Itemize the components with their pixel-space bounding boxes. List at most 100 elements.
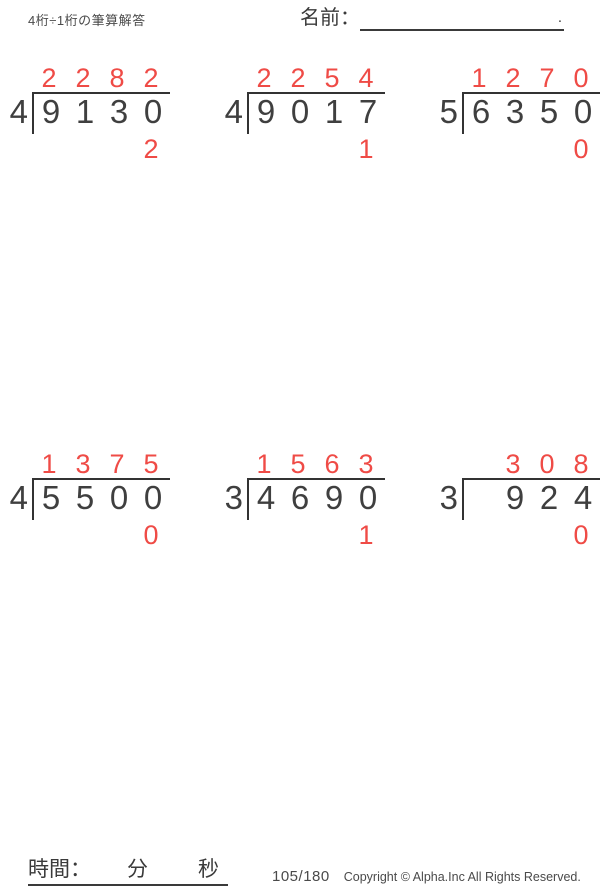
quotient-digit: 2 bbox=[256, 63, 272, 93]
dividend-digit: 9 bbox=[41, 93, 61, 130]
quotient-digit: 3 bbox=[75, 449, 91, 479]
dividend-digit: 0 bbox=[143, 479, 163, 516]
quotient-digit: 2 bbox=[505, 63, 521, 93]
dividend-digit: 2 bbox=[539, 479, 559, 516]
remainder-digit bbox=[281, 136, 315, 162]
remainder-digit bbox=[462, 522, 496, 548]
remainder-digit: 2 bbox=[143, 134, 159, 164]
remainder-row: 0 bbox=[32, 522, 170, 549]
dividend-digit: 0 bbox=[109, 479, 129, 516]
quotient-digit: 0 bbox=[539, 449, 555, 479]
remainder-row: 1 bbox=[247, 520, 385, 550]
divisor-digit: 4 bbox=[9, 93, 28, 130]
quotient-digit: 5 bbox=[324, 63, 340, 93]
dividend-digit: 1 bbox=[324, 93, 344, 130]
seconds-label: 秒 bbox=[198, 858, 219, 881]
quotient-digit: 3 bbox=[505, 449, 521, 479]
remainder-digit bbox=[32, 522, 66, 548]
copyright-text: Copyright © Alpha.Inc All Rights Reserve… bbox=[343, 870, 581, 884]
dividend-digit: 4 bbox=[256, 479, 276, 516]
divisor-digit: 3 bbox=[224, 479, 243, 516]
remainder-digit bbox=[32, 136, 66, 162]
remainder-row: 0 bbox=[462, 522, 600, 549]
remainder-digit bbox=[496, 522, 530, 548]
quotient-digit: 6 bbox=[324, 449, 340, 479]
remainder-digit bbox=[281, 522, 315, 548]
remainder-digit bbox=[496, 136, 530, 162]
quotient-digit: 8 bbox=[109, 63, 125, 93]
remainder-digit: 0 bbox=[573, 134, 589, 164]
dividend-digit: 1 bbox=[75, 93, 95, 130]
dividend-digit: 4 bbox=[573, 479, 593, 516]
quotient-digit: 2 bbox=[143, 63, 159, 93]
remainder-digit bbox=[247, 522, 281, 548]
dividend-digit: 0 bbox=[573, 93, 593, 130]
quotient-digit: 2 bbox=[75, 63, 91, 93]
dividend-digit: 6 bbox=[471, 93, 491, 130]
quotient-digit: 0 bbox=[573, 63, 589, 93]
remainder-digit bbox=[315, 522, 349, 548]
divisor-digit: 3 bbox=[439, 479, 458, 516]
time-label: 時間： bbox=[28, 858, 91, 881]
remainder-digit bbox=[530, 136, 564, 162]
worksheet-title: 4桁÷1桁の筆算解答 bbox=[28, 13, 146, 28]
remainder-digit: 1 bbox=[358, 134, 374, 164]
remainder-digit bbox=[100, 136, 134, 162]
remainder-digit: 1 bbox=[358, 520, 374, 550]
divisor-digit: 5 bbox=[439, 93, 458, 130]
dividend-digit: 9 bbox=[256, 93, 276, 130]
quotient-digit: 5 bbox=[143, 449, 159, 479]
quotient-digit: 4 bbox=[358, 63, 374, 93]
remainder-row: 2 bbox=[32, 134, 170, 164]
dividend-digit: 5 bbox=[539, 93, 559, 130]
quotient-digit: 5 bbox=[290, 449, 306, 479]
dividend-digit: 3 bbox=[109, 93, 129, 130]
remainder-digit bbox=[462, 136, 496, 162]
divisor-digit: 4 bbox=[9, 479, 28, 516]
remainder-digit bbox=[100, 522, 134, 548]
dividend-digit bbox=[464, 480, 498, 516]
remainder-row: 1 bbox=[247, 134, 385, 164]
quotient-digit: 7 bbox=[539, 63, 555, 93]
dividend-digit: 7 bbox=[358, 93, 378, 130]
remainder-digit bbox=[66, 136, 100, 162]
divisor-digit: 4 bbox=[224, 93, 243, 130]
dividend-digit: 0 bbox=[358, 479, 378, 516]
quotient-digit: 2 bbox=[290, 63, 306, 93]
remainder-digit bbox=[247, 136, 281, 162]
name-label: 名前： bbox=[300, 7, 360, 29]
dividend-digit: 9 bbox=[505, 479, 525, 516]
dividend-digit: 0 bbox=[290, 93, 310, 130]
quotient-digit: 1 bbox=[41, 449, 57, 479]
time-field: 時間： 分 秒 bbox=[28, 856, 228, 886]
quotient-digit: 1 bbox=[256, 449, 272, 479]
dividend-digit: 3 bbox=[505, 93, 525, 130]
